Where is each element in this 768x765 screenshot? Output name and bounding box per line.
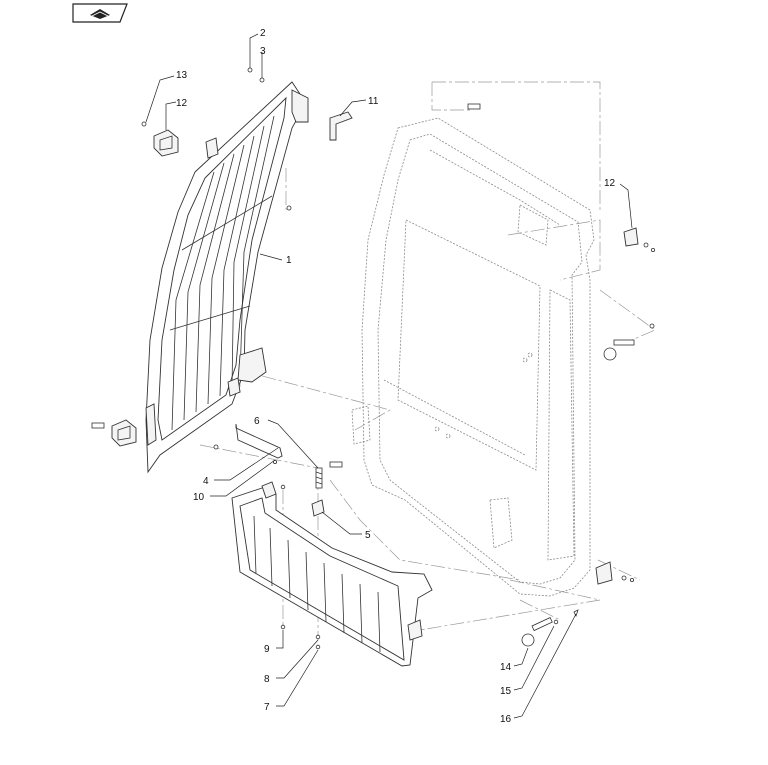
latch-left [153, 129, 179, 157]
callout-1: 1 [286, 255, 292, 266]
callout-15: 15 [500, 686, 512, 697]
callout-3: 3 [260, 46, 266, 57]
latch-lower-left [111, 419, 137, 447]
callout-4: 4 [203, 476, 209, 487]
callout-14: 14 [500, 662, 512, 673]
callout-8: 8 [264, 674, 270, 685]
cab-frame-ghost [351, 117, 595, 597]
fasteners [91, 67, 656, 650]
callout-10: 10 [193, 492, 205, 503]
latch-lower-right [595, 561, 613, 585]
leader-lines [145, 33, 633, 719]
callout-5: 5 [365, 530, 371, 541]
callout-9: 9 [264, 644, 270, 655]
manual-badge[interactable] [70, 3, 130, 23]
callout-2: 2 [260, 28, 266, 39]
callout-labels: 1 2 3 4 5 6 7 8 9 10 11 12 12 13 14 15 1… [176, 28, 616, 725]
spring-pin [315, 467, 323, 489]
lower-grille [231, 481, 433, 667]
callout-7: 7 [264, 702, 270, 713]
latch-right [623, 227, 639, 247]
callout-6: 6 [254, 416, 260, 427]
mounting-bracket [329, 111, 353, 141]
grille-clip [311, 499, 325, 517]
support-rod [235, 423, 283, 459]
callout-13: 13 [176, 70, 188, 81]
callout-11: 11 [368, 96, 379, 107]
upper-grille [145, 81, 309, 474]
callout-16: 16 [500, 714, 512, 725]
callout-12a: 12 [176, 98, 188, 109]
callout-12b: 12 [604, 178, 616, 189]
book-with-hand-icon [90, 9, 110, 19]
